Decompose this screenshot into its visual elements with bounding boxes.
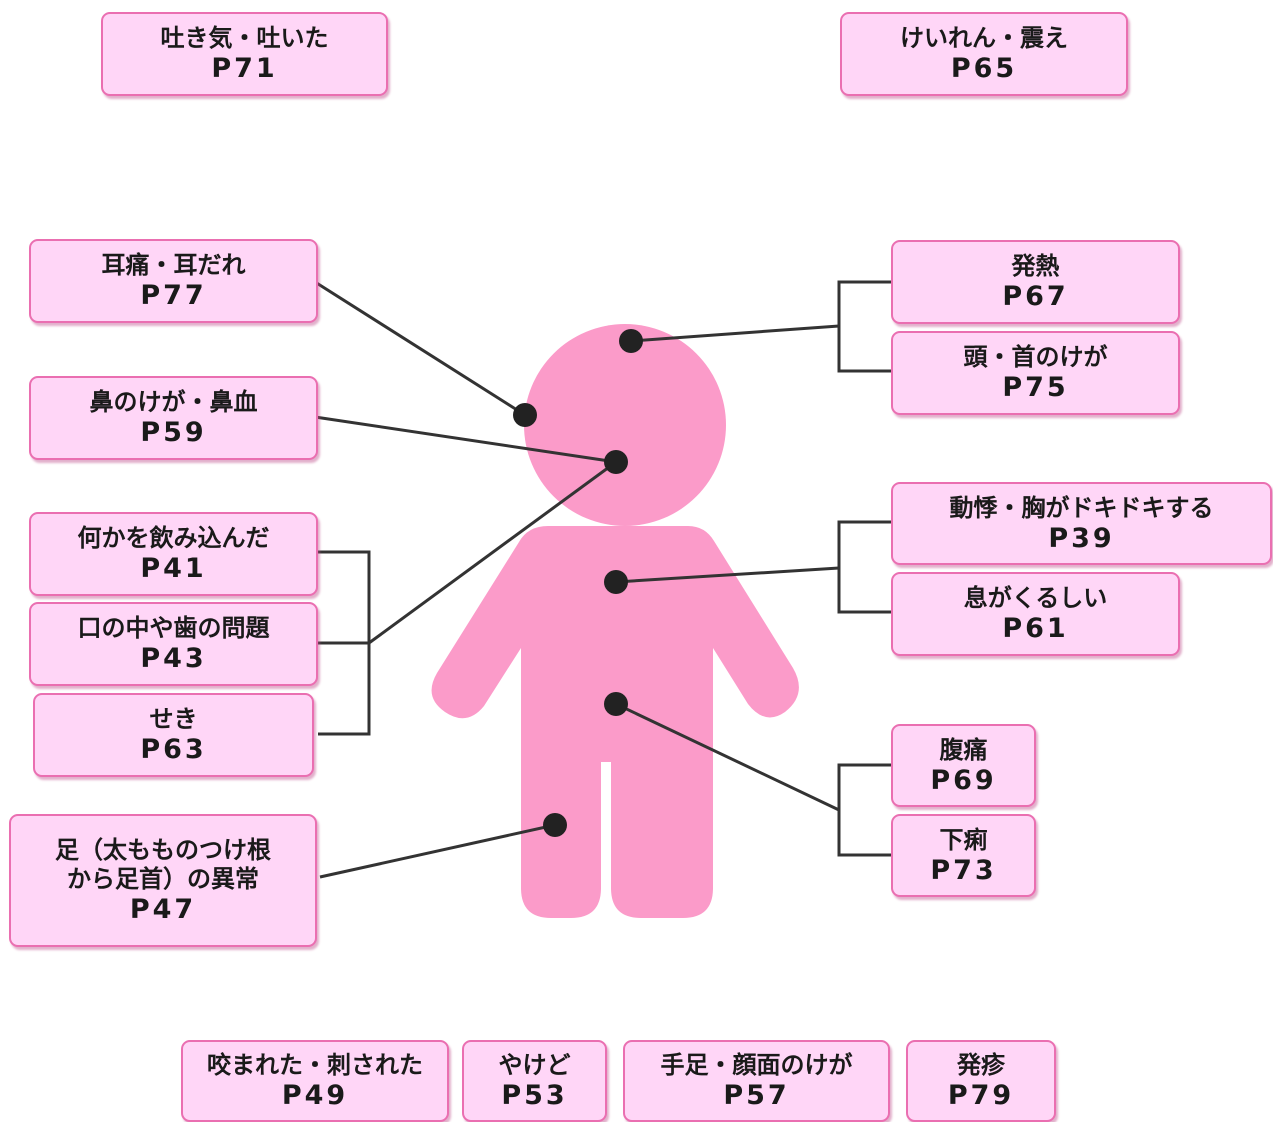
box-earache-label: 耳痛・耳だれ <box>101 251 246 279</box>
connector-chest <box>615 566 840 584</box>
box-burn-label: やけど <box>498 1051 571 1079</box>
box-burn-page: P53 <box>501 1080 568 1111</box>
box-mouth-label: 口の中や歯の問題 <box>77 614 270 642</box>
box-palpitation[interactable]: 動悸・胸がドキドキする P39 <box>891 482 1272 565</box>
box-nose-page: P59 <box>140 417 207 448</box>
box-head-injury-page: P75 <box>1002 372 1069 403</box>
dot-face <box>604 450 628 474</box>
connector-lines <box>314 280 893 879</box>
dot-abdomen <box>604 692 628 716</box>
box-fever-label: 発熱 <box>1011 252 1060 280</box>
box-diarrhea[interactable]: 下痢 P73 <box>891 814 1036 897</box>
box-fever-page: P67 <box>1002 281 1069 312</box>
box-breathing[interactable]: 息がくるしい P61 <box>891 572 1180 656</box>
dot-head-top <box>619 329 643 353</box>
box-leg-label-line2: から足首）の異常 <box>67 865 259 893</box>
box-swallowed-page: P41 <box>140 553 207 584</box>
box-seizure-page: P65 <box>950 53 1018 84</box>
box-fever[interactable]: 発熱 P67 <box>891 240 1180 324</box>
box-rash-page: P79 <box>947 1080 1015 1111</box>
box-burn[interactable]: やけど P53 <box>462 1040 607 1122</box>
box-leg[interactable]: 足（太もものつけ根 から足首）の異常 P47 <box>9 814 317 947</box>
box-mouth[interactable]: 口の中や歯の問題 P43 <box>29 602 318 686</box>
box-nausea[interactable]: 吐き気・吐いた P71 <box>101 12 388 96</box>
box-rash-label: 発疹 <box>957 1051 1005 1079</box>
box-bites-label: 咬まれた・刺された <box>207 1051 423 1079</box>
box-swallowed[interactable]: 何かを飲み込んだ P41 <box>29 512 318 596</box>
connector-nose <box>314 415 617 464</box>
box-limb-face-page: P57 <box>723 1080 790 1111</box>
box-rash[interactable]: 発疹 P79 <box>906 1040 1056 1122</box>
box-cough-page: P63 <box>140 734 207 765</box>
bracket-head <box>837 280 893 373</box>
box-nose-label: 鼻のけが・鼻血 <box>89 388 258 416</box>
connector-dots <box>513 329 643 837</box>
connector-leg <box>319 823 556 879</box>
child-silhouette <box>431 324 799 918</box>
box-diarrhea-page: P73 <box>930 854 997 886</box>
box-diarrhea-label: 下痢 <box>939 825 988 854</box>
silhouette-head <box>524 324 726 526</box>
box-cough[interactable]: せき P63 <box>33 693 314 777</box>
box-stomachache-label: 腹痛 <box>939 735 988 764</box>
box-limb-face-label: 手足・顔面のけが <box>660 1051 853 1079</box>
box-breathing-page: P61 <box>1002 613 1069 644</box>
box-nausea-label: 吐き気・吐いた <box>160 24 329 52</box>
box-palpitation-label: 動悸・胸がドキドキする <box>949 493 1214 522</box>
box-stomachache[interactable]: 腹痛 P69 <box>891 724 1036 807</box>
box-nose[interactable]: 鼻のけが・鼻血 P59 <box>29 376 318 460</box>
box-earache[interactable]: 耳痛・耳だれ P77 <box>29 239 318 323</box>
box-mouth-page: P43 <box>140 643 207 674</box>
connector-mouth <box>368 460 617 645</box>
connector-head <box>630 324 840 343</box>
box-limb-face[interactable]: 手足・顔面のけが P57 <box>623 1040 890 1122</box>
dot-ear <box>513 403 537 427</box>
box-bites[interactable]: 咬まれた・刺された P49 <box>181 1040 449 1122</box>
box-bites-page: P49 <box>281 1080 349 1111</box>
box-earache-page: P77 <box>140 280 207 311</box>
box-swallowed-label: 何かを飲み込んだ <box>77 524 270 552</box>
box-leg-page: P47 <box>129 894 197 925</box>
bracket-chest <box>837 520 893 614</box>
dot-chest <box>604 570 628 594</box>
box-head-injury-label: 頭・首のけが <box>963 343 1108 371</box>
box-cough-label: せき <box>149 705 198 733</box>
box-seizure-label: けいれん・震え <box>900 24 1068 52</box>
box-palpitation-page: P39 <box>1048 522 1115 554</box>
box-stomachache-page: P69 <box>930 764 997 796</box>
dot-leg <box>543 813 567 837</box>
silhouette-body <box>431 526 799 918</box>
box-breathing-label: 息がくるしい <box>963 584 1108 612</box>
box-nausea-page: P71 <box>211 53 278 84</box>
connector-earache <box>314 280 526 417</box>
box-leg-label: 足（太もものつけ根 <box>55 836 271 864</box>
connector-abdomen <box>615 702 840 812</box>
bracket-abdomen <box>837 763 893 857</box>
box-head-injury[interactable]: 頭・首のけが P75 <box>891 331 1180 415</box>
box-seizure[interactable]: けいれん・震え P65 <box>840 12 1128 96</box>
